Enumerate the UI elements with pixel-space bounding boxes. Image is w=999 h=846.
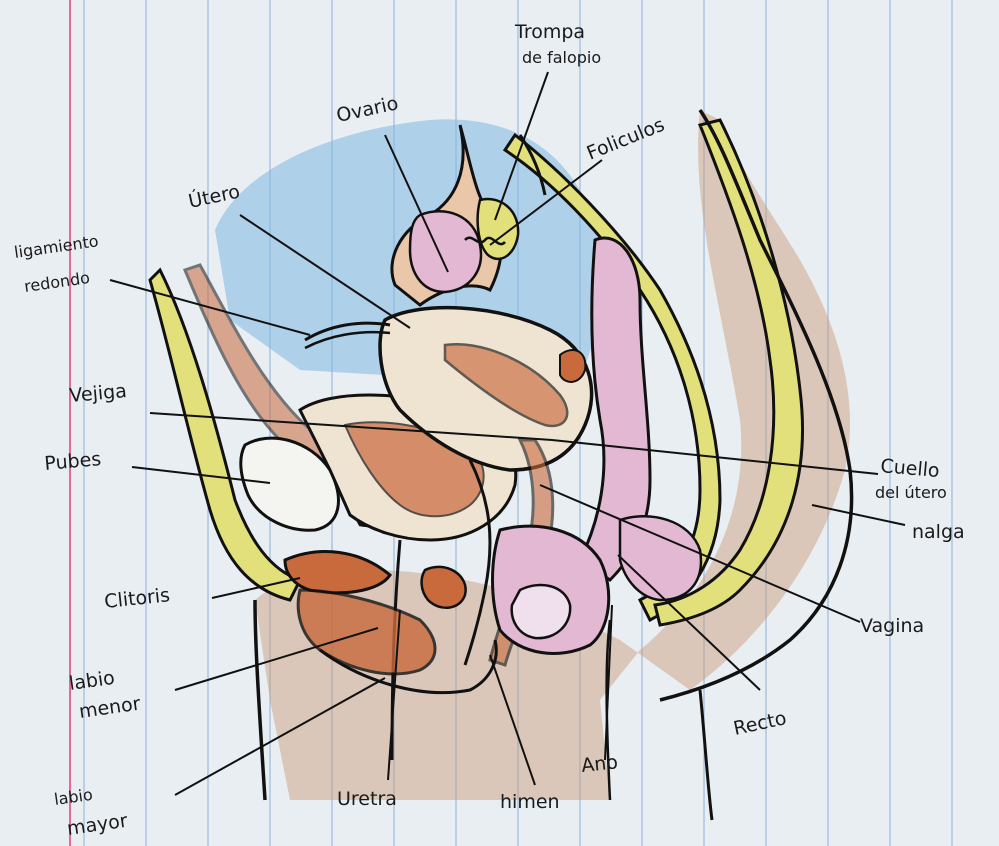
anal-region [512, 585, 570, 638]
label-trompa-line2: de falopio [522, 48, 601, 67]
label-ano: Ano [580, 751, 619, 777]
label-trompa: Trompa [514, 21, 585, 43]
label-vagina: Vagina [860, 615, 924, 637]
ovary [410, 211, 481, 292]
label-cuello-line2: del útero [875, 483, 947, 502]
label-nalga: nalga [912, 521, 965, 543]
label-himen: himen [500, 791, 560, 813]
label-uretra: Uretra [337, 788, 397, 810]
uterus-small-orange [560, 350, 585, 382]
